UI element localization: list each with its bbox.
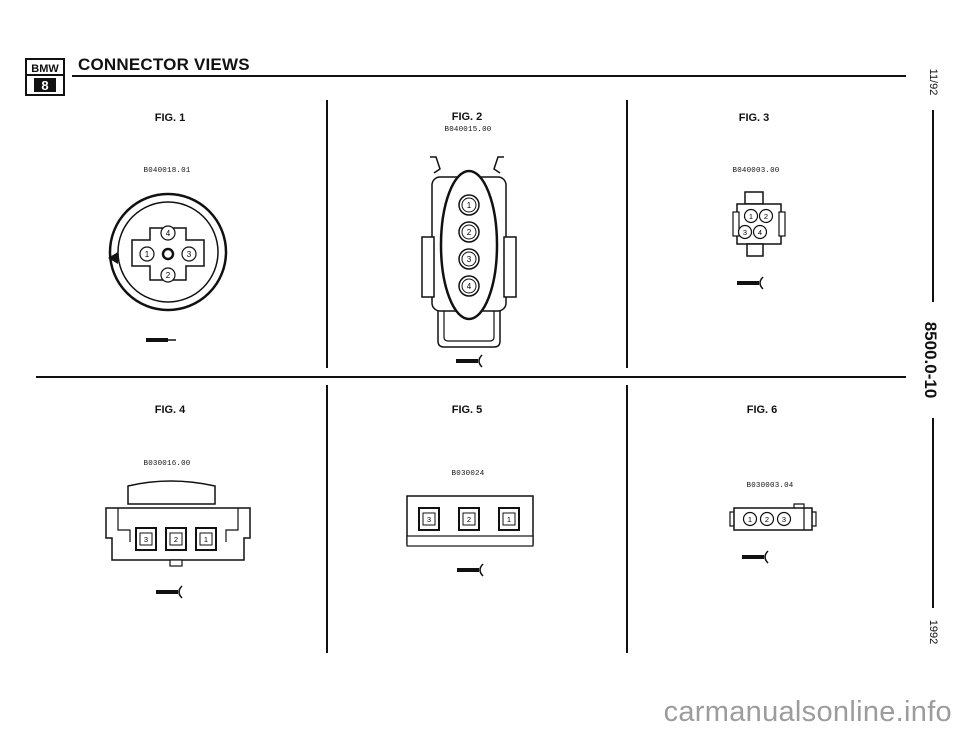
section-divider [36,376,906,378]
fig-2-label: FIG. 2 [451,111,483,123]
fig-1-label: FIG. 1 [154,112,186,124]
fig-4-pin-2: 2 [165,527,187,551]
fig-3-part-number: B040003.00 [732,167,780,175]
fig-2-pin-3: 3 [458,248,480,270]
column-divider-2 [626,100,628,368]
svg-text:2: 2 [467,515,471,524]
svg-text:3: 3 [467,255,472,264]
fig-5-pin-2: 2 [458,507,480,531]
fig-3-square-connector: 1 2 3 4 [732,191,786,290]
svg-text:1: 1 [748,515,752,524]
svg-text:3: 3 [743,228,747,237]
svg-text:4: 4 [467,282,472,291]
svg-text:4: 4 [166,229,171,238]
margin-rule-bottom [932,418,934,608]
fig-4-part-number: B030016.00 [143,460,191,468]
svg-text:1: 1 [204,535,208,544]
fig-4-pin-3: 3 [135,527,157,551]
svg-text:3: 3 [187,250,192,259]
fig-6-three-pin-connector: 1 2 3 [729,503,817,564]
fig-4-three-pin-connector: 3 2 1 [105,480,251,599]
fig-1-pin-2: 2 [160,267,176,283]
svg-text:1: 1 [467,201,472,210]
fig-5-harness-symbol [457,563,484,577]
fig-3-pin-2: 2 [758,208,774,224]
watermark: carmanualsonline.info [663,696,952,728]
fig-5-pin-3: 3 [418,507,440,531]
header-rule [72,75,906,77]
fig-1-round-connector: 4 1 3 2 [108,192,228,342]
column-divider-4 [626,385,628,653]
fig-4-pin-1: 1 [195,527,217,551]
column-divider-3 [326,385,328,653]
svg-text:1: 1 [507,515,511,524]
svg-text:2: 2 [174,535,178,544]
fig-1-pin-3: 3 [181,246,197,262]
svg-text:3: 3 [144,535,148,544]
fig-1-part-number: B040018.01 [143,167,191,175]
svg-text:4: 4 [758,228,762,237]
fig-6-harness-symbol [742,550,769,564]
fig-5-pin-1: 1 [498,507,520,531]
fig-2-pin-4: 4 [458,275,480,297]
fig-6-pin-2: 2 [759,511,775,527]
svg-text:2: 2 [765,515,769,524]
fig-1-harness-symbol [146,338,176,342]
fig-3-pin-4: 4 [752,224,768,240]
svg-text:2: 2 [764,212,768,221]
svg-text:BMW: BMW [31,63,59,75]
fig-6-label: FIG. 6 [746,404,778,416]
fig-2-oval-connector: 1 2 3 4 [421,156,517,368]
fig-1-pin-1: 1 [139,246,155,262]
fig-2-pin-2: 2 [458,221,480,243]
fig-5-label: FIG. 5 [451,404,483,416]
page-number: 8500.0-10 [921,321,940,399]
svg-text:1: 1 [145,250,150,259]
margin-rule-top [932,110,934,302]
fig-2-harness-symbol [456,354,483,368]
fig-3-label: FIG. 3 [738,112,770,124]
fig-3-pin-3: 3 [737,224,753,240]
fig-6-part-number: B030003.04 [746,482,794,490]
fig-3-harness-symbol [737,276,764,290]
fig-5-three-pin-connector: 3 2 1 [406,495,534,577]
page-title: CONNECTOR VIEWS [78,55,250,74]
column-divider-1 [326,100,328,368]
fig-5-part-number: B030024 [451,470,485,478]
margin-date: 11/92 [927,68,939,96]
fig-1-pin-4: 4 [160,225,176,241]
bmw-8-logo: BMW 8 [25,58,65,96]
svg-text:2: 2 [467,228,472,237]
svg-text:8: 8 [41,78,48,93]
fig-2-pin-1: 1 [458,194,480,216]
fig-4-harness-symbol [156,585,183,599]
fig-6-pin-3: 3 [776,511,792,527]
svg-text:3: 3 [427,515,431,524]
fig-3-pin-1: 1 [743,208,759,224]
svg-text:3: 3 [782,515,786,524]
fig-4-label: FIG. 4 [154,404,186,416]
fig-2-part-number: B040015.00 [444,126,492,134]
svg-text:1: 1 [749,212,753,221]
svg-text:2: 2 [166,271,171,280]
fig-6-pin-1: 1 [742,511,758,527]
margin-year: 1992 [927,619,939,645]
